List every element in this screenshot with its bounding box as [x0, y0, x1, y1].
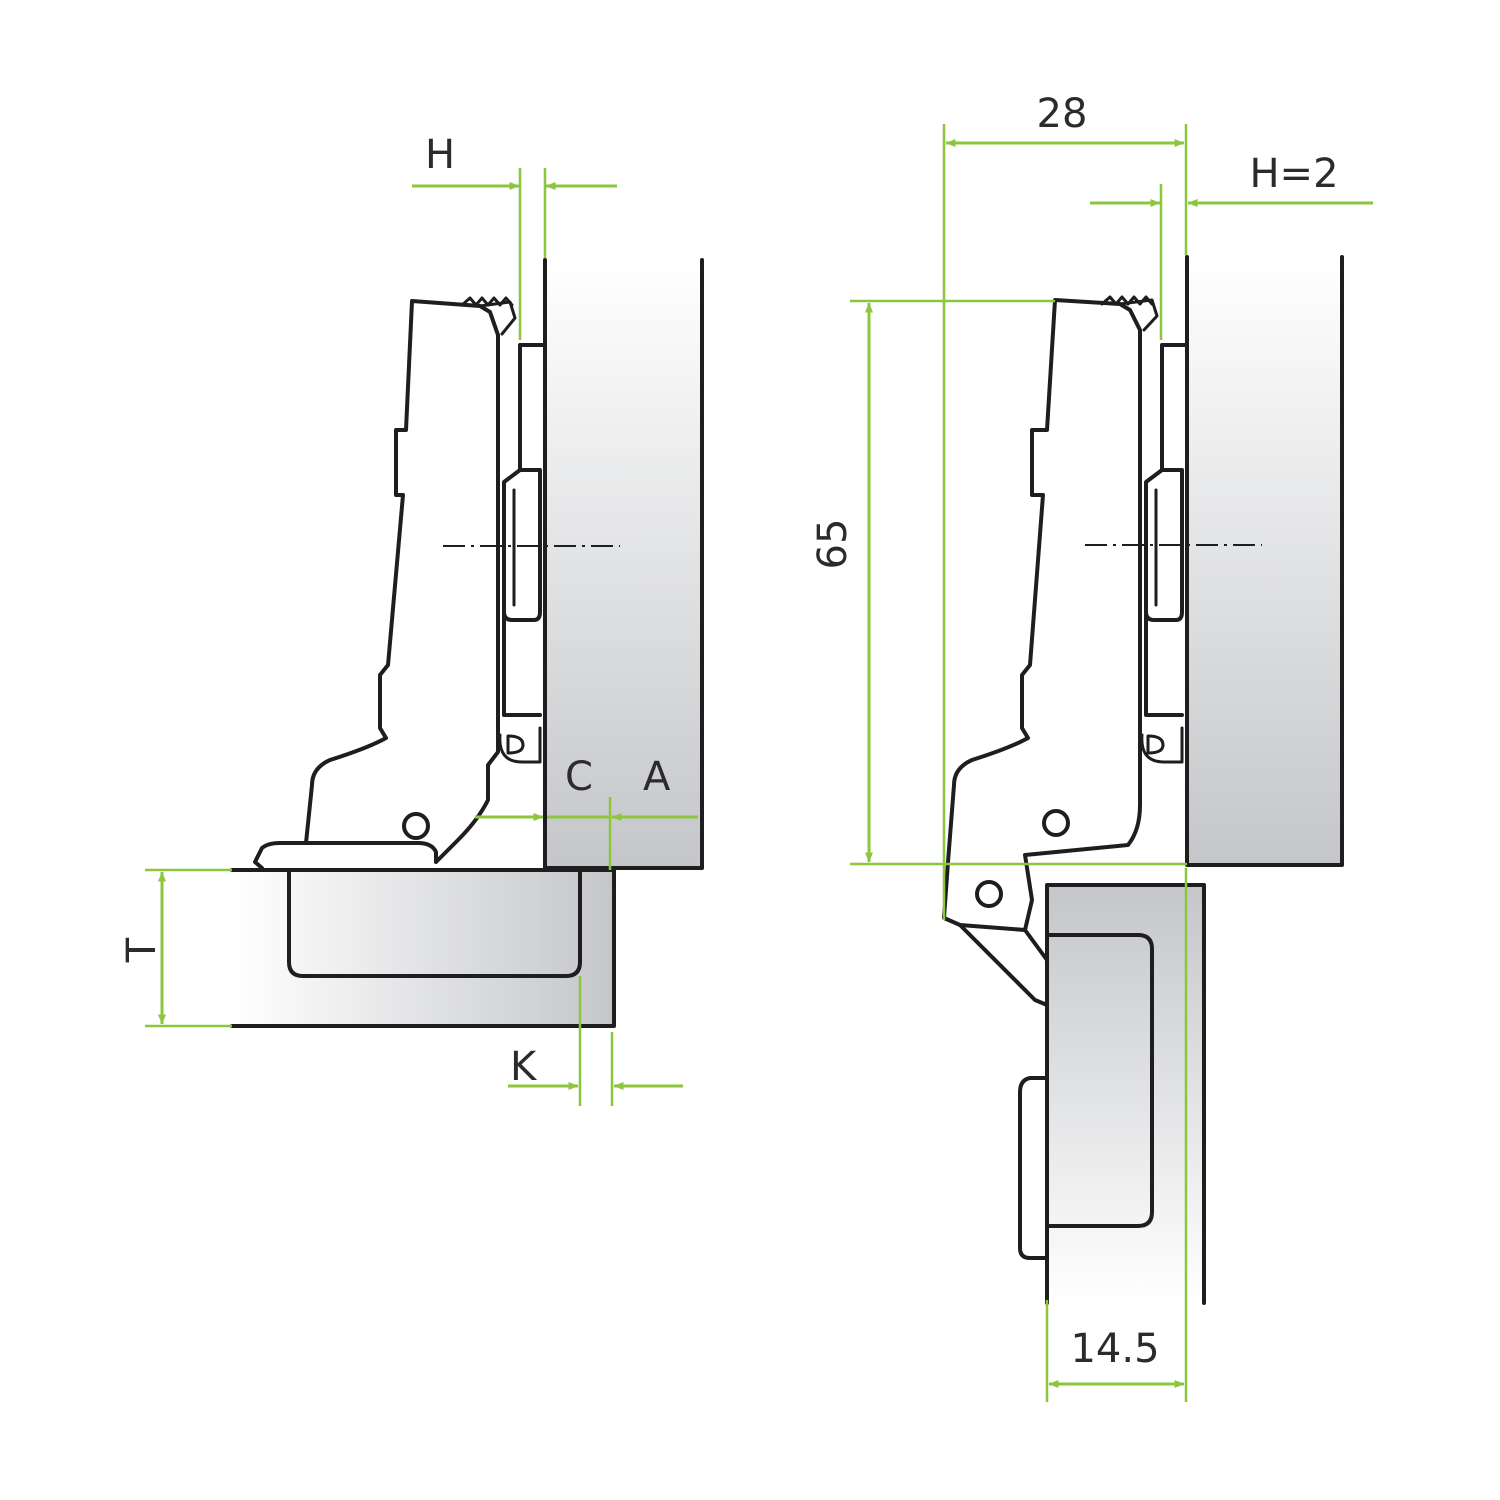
right-dim-28: 28 — [942, 91, 1188, 920]
label-65: 65 — [810, 519, 856, 570]
left-hinge-arm-ridge — [478, 300, 517, 336]
left-hinge-arm — [253, 299, 500, 870]
right-dim-65: 65 — [810, 299, 1187, 866]
label-h: H — [425, 132, 455, 178]
label-14-5: 14.5 — [1070, 1326, 1159, 1372]
right-door-handle — [1018, 1076, 1049, 1260]
left-dim-t: T — [119, 868, 232, 1028]
label-k: K — [510, 1044, 538, 1090]
label-28: 28 — [1037, 91, 1088, 137]
left-pivot-hole — [402, 812, 430, 840]
right-dim-h2: H=2 — [1090, 151, 1373, 340]
right-mounting-plate — [1144, 343, 1188, 717]
left-cabinet-outline — [543, 258, 704, 870]
right-hinge-serration — [1100, 295, 1154, 306]
left-view: H C A T K — [119, 132, 704, 1106]
right-plate-d — [1146, 734, 1165, 755]
right-view: 28 H=2 65 14.5 — [810, 91, 1373, 1402]
right-hinge-arm-ridge — [1118, 298, 1159, 332]
left-dim-c-a: C A — [475, 754, 698, 870]
left-cabinet-panel — [545, 260, 702, 868]
label-a: A — [643, 754, 671, 800]
right-pivot-hole-upper — [1042, 809, 1070, 837]
right-hinge-arm — [942, 298, 1142, 932]
left-dim-k: K — [508, 976, 683, 1106]
right-pivot-hole-lower — [975, 880, 1003, 908]
left-mounting-plate — [502, 343, 546, 717]
label-h2: H=2 — [1249, 151, 1338, 197]
right-cabinet-outline — [1185, 255, 1344, 867]
right-door-outline — [1045, 883, 1206, 1305]
label-c: C — [565, 754, 593, 800]
left-hinge-cup — [287, 868, 582, 978]
right-dim-14-5: 14.5 — [1045, 868, 1188, 1402]
left-plate-d — [506, 734, 525, 755]
left-hinge-serration — [460, 296, 514, 307]
left-door-panel — [232, 870, 614, 1026]
right-cabinet-panel — [1187, 257, 1342, 865]
label-t: T — [119, 937, 165, 963]
right-plate-inner — [1140, 488, 1184, 764]
left-plate-inner — [498, 488, 542, 764]
left-dim-h: H — [412, 132, 617, 340]
right-hinge-link — [958, 923, 1049, 1007]
left-door-outline — [230, 868, 616, 1028]
right-door-panel — [1047, 885, 1204, 1303]
right-door-cup — [1045, 933, 1154, 1228]
